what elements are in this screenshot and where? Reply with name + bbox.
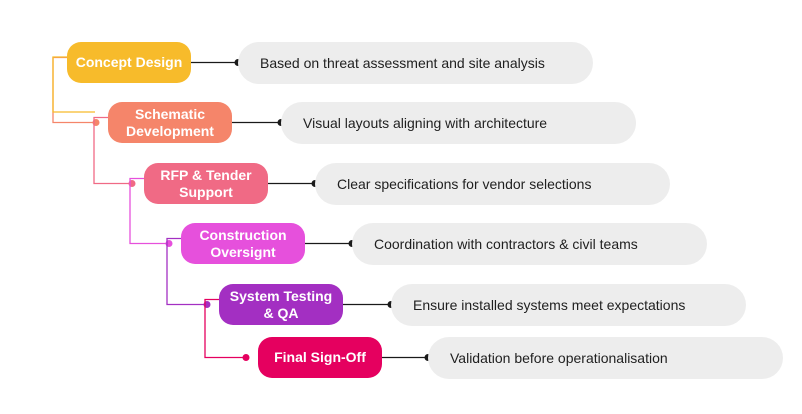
elbow-dot (242, 354, 250, 361)
step-description-text: Visual layouts aligning with architectur… (303, 115, 548, 131)
step-title-line: & QA (263, 304, 299, 321)
step-description-text: Coordination with contractors & civil te… (374, 236, 638, 252)
step-description-text: Validation before operationalisation (450, 350, 668, 366)
step-title-line: Schematic (134, 105, 206, 122)
step-title-line: Concept Design (75, 54, 183, 70)
elbow-connector (204, 298, 246, 359)
step-description-text: Ensure installed systems meet expectatio… (413, 297, 686, 313)
elbow-connector (93, 116, 132, 185)
step-description-text: Clear specifications for vendor selectio… (337, 176, 592, 192)
step-system-testing-qa: System Testing & QA (219, 284, 343, 325)
step-description: Ensure installed systems meet expectatio… (391, 284, 746, 326)
step-title-line: Final Sign-Off (274, 349, 366, 365)
step-title-line: System Testing (229, 287, 333, 304)
elbow-connector (129, 177, 169, 245)
step-title-line: Development (126, 122, 214, 139)
step-description: Validation before operationalisation (428, 337, 783, 379)
elbow-connector (52, 56, 95, 113)
elbow-connector (166, 237, 207, 306)
step-description-text: Based on threat assessment and site anal… (260, 55, 545, 71)
step-schematic-development: Schematic Development (108, 102, 232, 143)
step-description: Based on threat assessment and site anal… (238, 42, 593, 84)
step-final-sign-off: Final Sign-Off (258, 337, 382, 378)
step-description: Visual layouts aligning with architectur… (281, 102, 636, 144)
step-description: Clear specifications for vendor selectio… (315, 163, 670, 205)
step-title-line: Oversignt (210, 243, 276, 260)
step-description: Coordination with contractors & civil te… (352, 223, 707, 265)
step-construction-oversight: Construction Oversignt (181, 223, 305, 264)
step-title-line: RFP & Tender (160, 166, 252, 183)
step-concept-design: Concept Design (67, 42, 191, 83)
step-rfp-tender-support: RFP & Tender Support (144, 163, 268, 204)
step-title-line: Support (179, 183, 233, 200)
step-title-line: Construction (199, 226, 287, 243)
